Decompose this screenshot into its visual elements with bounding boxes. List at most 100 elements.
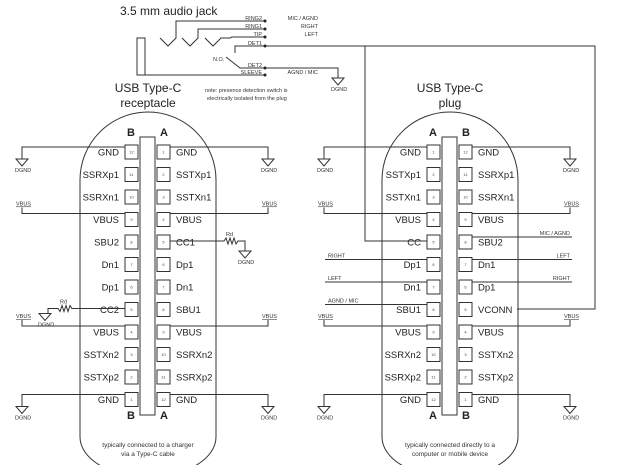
pin-number: 8 <box>432 307 435 312</box>
jack-contact-name: RING2 <box>245 16 262 22</box>
pin-label: VCONN <box>478 305 512 316</box>
pin-pad <box>156 212 171 227</box>
connector-outline <box>381 111 519 465</box>
pin-pad <box>124 257 139 272</box>
note-line-1: note: presence detection switch is <box>205 88 288 94</box>
pin-label: Dn1 <box>404 283 421 294</box>
pin-number: 4 <box>432 217 435 222</box>
row-label-right: B <box>462 127 470 139</box>
connector-subtitle: receptacle <box>120 96 176 110</box>
tip-contact <box>204 36 265 47</box>
vbus-label: VBUS <box>16 314 31 320</box>
pin-number: 5 <box>130 307 133 312</box>
dgnd-label: DGND <box>261 168 277 174</box>
pin-number: 12 <box>161 397 166 402</box>
pin-number: 1 <box>432 150 435 155</box>
row-label-right-bottom: A <box>160 410 168 422</box>
pin-number: 2 <box>130 375 133 380</box>
vbus-label: VBUS <box>262 202 277 208</box>
vbus-label: VBUS <box>262 314 277 320</box>
pin-pad <box>124 212 139 227</box>
pin-number: 9 <box>464 217 467 222</box>
pin-number: 12 <box>129 150 134 155</box>
pin-pad <box>124 167 139 182</box>
pin-pad <box>426 234 441 250</box>
note-line-2: electrically isolated from the plug <box>207 96 287 102</box>
pin-label: VBUS <box>478 328 504 339</box>
detect-switch <box>225 45 265 69</box>
pin-pad <box>458 234 473 250</box>
pin-label: GND <box>98 395 119 406</box>
pin-number: 2 <box>432 172 435 177</box>
pin-pad <box>458 369 473 385</box>
pin-pad <box>156 369 171 385</box>
rd-resistor-cc2 <box>47 303 125 314</box>
jack-contact-name: DET1 <box>248 41 262 47</box>
rd-label: Rd <box>226 232 233 238</box>
pin-pad <box>124 302 139 317</box>
vbus-label: VBUS <box>318 314 333 320</box>
pin-label: SSRXp1 <box>83 170 119 181</box>
pin-number: 11 <box>161 375 166 380</box>
pin-pad <box>124 234 139 250</box>
pin-number: 10 <box>129 195 134 200</box>
jack-contact-dot <box>263 73 267 77</box>
pin-label: GND <box>478 395 499 406</box>
dgnd-symbol <box>562 406 578 415</box>
pin-pad <box>458 257 473 272</box>
pin-number: 8 <box>130 240 133 245</box>
pin-number: 11 <box>431 375 436 380</box>
caption-line-1: typically connected directly to a <box>405 442 495 449</box>
dgnd-symbol <box>562 158 578 167</box>
pin-pad <box>426 392 441 407</box>
pin-number: 12 <box>463 150 468 155</box>
pin-label: CC1 <box>176 238 195 249</box>
pin-number: 3 <box>432 195 435 200</box>
pin-number: 4 <box>464 330 467 335</box>
jack-contact-name: DET2 <box>248 63 262 69</box>
pin-pad <box>458 324 473 340</box>
wire-label: MIC / AGND <box>540 231 570 237</box>
pin-number: 9 <box>432 330 435 335</box>
pin-number: 5 <box>432 240 435 245</box>
pin-label: Dn1 <box>176 283 193 294</box>
pin-label: Dp1 <box>102 283 119 294</box>
jack-contact-signal: AGND / MIC <box>287 70 318 76</box>
row-label-left: B <box>127 127 135 139</box>
jack-contact-signal: LEFT <box>305 32 319 38</box>
pin-number: 3 <box>130 352 133 357</box>
pin-label: VBUS <box>176 328 202 339</box>
pin-label: Dn1 <box>102 260 119 271</box>
wire-label: RIGHT <box>553 276 571 282</box>
switch-label: N.O. <box>213 57 225 63</box>
pin-pad <box>156 324 171 340</box>
jack-title: 3.5 mm audio jack <box>120 4 218 18</box>
ring1-contact <box>181 28 265 47</box>
pin-number: 3 <box>162 195 165 200</box>
connector-title: USB Type-C <box>417 81 484 95</box>
pin-number: 4 <box>130 330 133 335</box>
dgnd-symbol <box>330 77 346 86</box>
det1-to-vconn-wire <box>265 45 596 310</box>
dgnd-symbol <box>237 250 253 259</box>
pin-pad <box>156 189 171 205</box>
wire-label: LEFT <box>557 254 571 260</box>
pin-number: 10 <box>431 352 436 357</box>
pin-pad <box>458 302 473 317</box>
pin-pad <box>156 302 171 317</box>
pin-label: SSTXp1 <box>386 170 421 181</box>
dgnd-label: DGND <box>317 168 333 174</box>
pin-label: GND <box>400 148 421 159</box>
pin-label: Dn1 <box>478 260 495 271</box>
pin-label: SSRXn2 <box>385 350 421 361</box>
pin-number: 1 <box>130 397 133 402</box>
pin-number: 2 <box>464 375 467 380</box>
pin-label: VBUS <box>93 215 119 226</box>
pin-pad <box>124 144 139 160</box>
vbus-label: VBUS <box>16 202 31 208</box>
pin-pad <box>124 324 139 340</box>
pin-label: SBU2 <box>478 238 503 249</box>
